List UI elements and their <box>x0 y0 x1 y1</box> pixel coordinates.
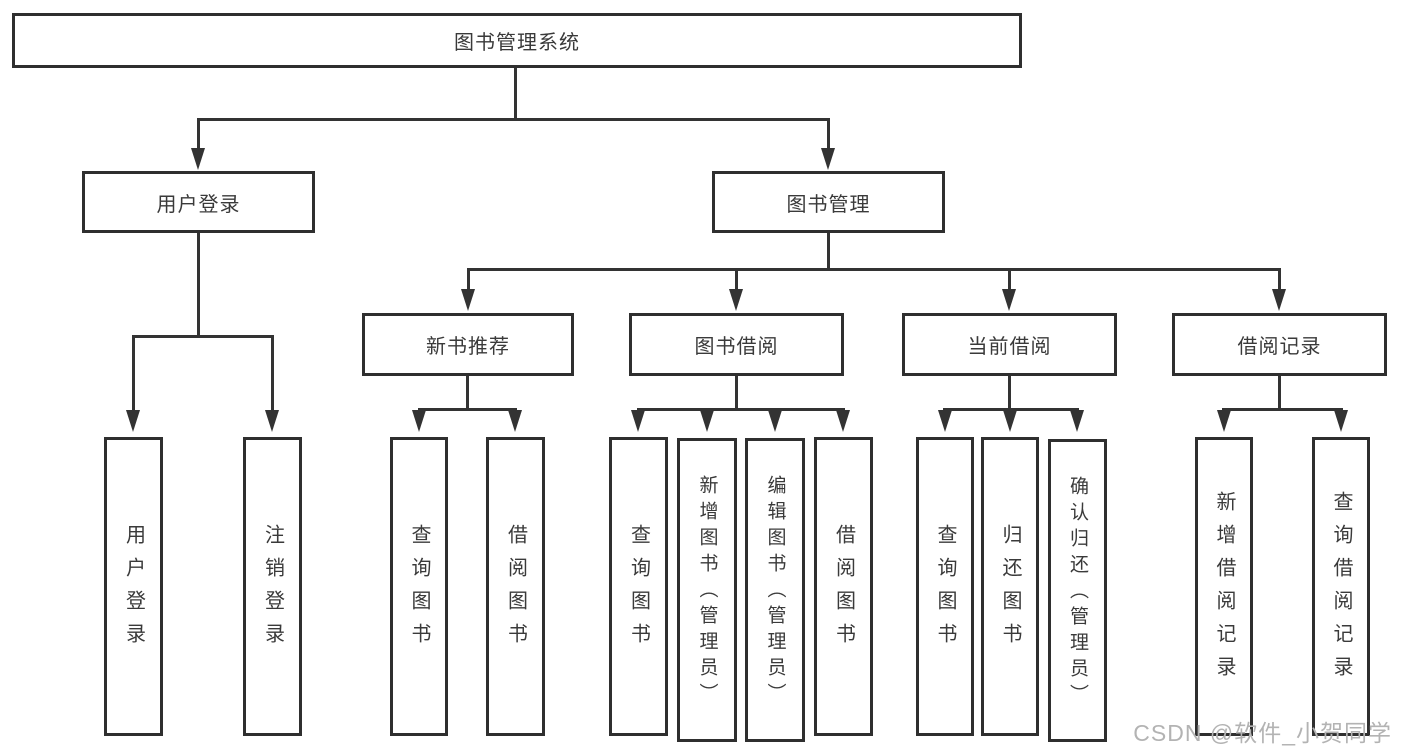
arrow-down-icon <box>508 410 522 432</box>
leaf-borrow-books-recommend-label: 借阅图书 <box>504 523 527 656</box>
leaf-borrow-books-borrowing-label: 借阅图书 <box>832 523 855 656</box>
leaf-add-books-admin: 新增图书（管理员） <box>677 438 737 742</box>
leaf-add-borrow-record-label: 新增借阅记录 <box>1213 490 1235 689</box>
arrow-down-icon <box>126 410 140 432</box>
connector-line <box>467 271 470 289</box>
leaf-confirm-return-admin-label: 确认归还（管理员） <box>1067 475 1088 710</box>
node-user-login-label: 用户登录 <box>156 193 241 216</box>
node-book-borrowing: 图书借阅 <box>629 313 844 376</box>
leaf-edit-books-admin: 编辑图书（管理员） <box>745 438 805 742</box>
node-new-book-recommendation-label: 新书推荐 <box>426 336 510 358</box>
node-new-book-recommendation: 新书推荐 <box>362 313 574 376</box>
arrow-down-icon <box>729 289 743 311</box>
node-root-label: 图书管理系统 <box>454 32 580 54</box>
leaf-confirm-return-admin: 确认归还（管理员） <box>1048 439 1107 742</box>
leaf-query-books-borrowing: 查询图书 <box>609 437 668 736</box>
leaf-query-books-current: 查询图书 <box>916 437 974 736</box>
leaf-logout-login-label: 注销登录 <box>261 523 284 656</box>
arrow-down-icon <box>265 410 279 432</box>
leaf-query-books-borrowing-label: 查询图书 <box>627 523 650 656</box>
connector-line <box>735 376 738 408</box>
connector-line <box>637 408 845 411</box>
connector-line <box>1222 408 1343 411</box>
connector-line <box>735 271 738 289</box>
node-borrowing-records: 借阅记录 <box>1172 313 1387 376</box>
leaf-add-books-admin-label: 新增图书（管理员） <box>696 475 718 709</box>
leaf-query-books-current-label: 查询图书 <box>934 523 956 656</box>
node-root: 图书管理系统 <box>12 13 1022 68</box>
connector-line <box>943 408 1079 411</box>
node-borrowing-records-label: 借阅记录 <box>1237 336 1322 358</box>
leaf-borrow-books-borrowing: 借阅图书 <box>814 437 873 736</box>
leaf-edit-books-admin-label: 编辑图书（管理员） <box>764 475 786 709</box>
arrow-down-icon <box>836 410 850 432</box>
leaf-return-books: 归还图书 <box>981 437 1039 736</box>
arrow-down-icon <box>631 410 645 432</box>
connector-line <box>418 408 517 411</box>
arrow-down-icon <box>768 410 782 432</box>
connector-line <box>467 268 1281 271</box>
arrow-down-icon <box>461 289 475 311</box>
arrow-down-icon <box>1334 410 1348 432</box>
connector-line <box>827 121 830 148</box>
arrow-down-icon <box>700 410 714 432</box>
leaf-add-borrow-record: 新增借阅记录 <box>1195 437 1253 736</box>
node-current-borrowing-label: 当前借阅 <box>967 336 1052 358</box>
node-user-login: 用户登录 <box>82 171 315 233</box>
arrow-down-icon <box>1070 410 1084 432</box>
arrow-down-icon <box>191 148 205 170</box>
connector-line <box>466 376 469 408</box>
arrow-down-icon <box>1217 410 1231 432</box>
arrow-down-icon <box>938 410 952 432</box>
leaf-query-books-recommend-label: 查询图书 <box>408 523 430 656</box>
connector-line <box>827 233 830 268</box>
leaf-return-books-label: 归还图书 <box>999 523 1021 656</box>
connector-line <box>197 118 830 121</box>
connector-line <box>197 233 200 335</box>
leaf-borrow-books-recommend: 借阅图书 <box>486 437 545 736</box>
arrow-down-icon <box>821 148 835 170</box>
node-current-borrowing: 当前借阅 <box>902 313 1117 376</box>
arrow-down-icon <box>1002 289 1016 311</box>
leaf-query-borrow-record-label: 查询借阅记录 <box>1330 490 1352 689</box>
leaf-query-borrow-record: 查询借阅记录 <box>1312 437 1370 736</box>
leaf-logout-login: 注销登录 <box>243 437 302 736</box>
arrow-down-icon <box>412 410 426 432</box>
arrow-down-icon <box>1003 410 1017 432</box>
connector-line <box>197 121 200 148</box>
node-book-borrowing-label: 图书借阅 <box>694 336 779 358</box>
leaf-user-login: 用户登录 <box>104 437 163 736</box>
leaf-query-books-recommend: 查询图书 <box>390 437 448 736</box>
connector-line <box>1008 376 1011 408</box>
node-book-management: 图书管理 <box>712 171 945 233</box>
watermark-text: CSDN @软件_小贺同学 <box>1133 720 1392 746</box>
connector-line <box>514 68 517 118</box>
connector-line <box>1278 376 1281 408</box>
connector-line <box>132 338 135 410</box>
node-book-management-label: 图书管理 <box>786 193 871 216</box>
connector-line <box>1008 271 1011 289</box>
connector-line <box>132 335 274 338</box>
watermark: CSDN @软件_小贺同学 <box>1133 714 1392 747</box>
leaf-user-login-label: 用户登录 <box>122 523 145 656</box>
connector-line <box>1278 271 1281 289</box>
connector-line <box>271 338 274 410</box>
arrow-down-icon <box>1272 289 1286 311</box>
